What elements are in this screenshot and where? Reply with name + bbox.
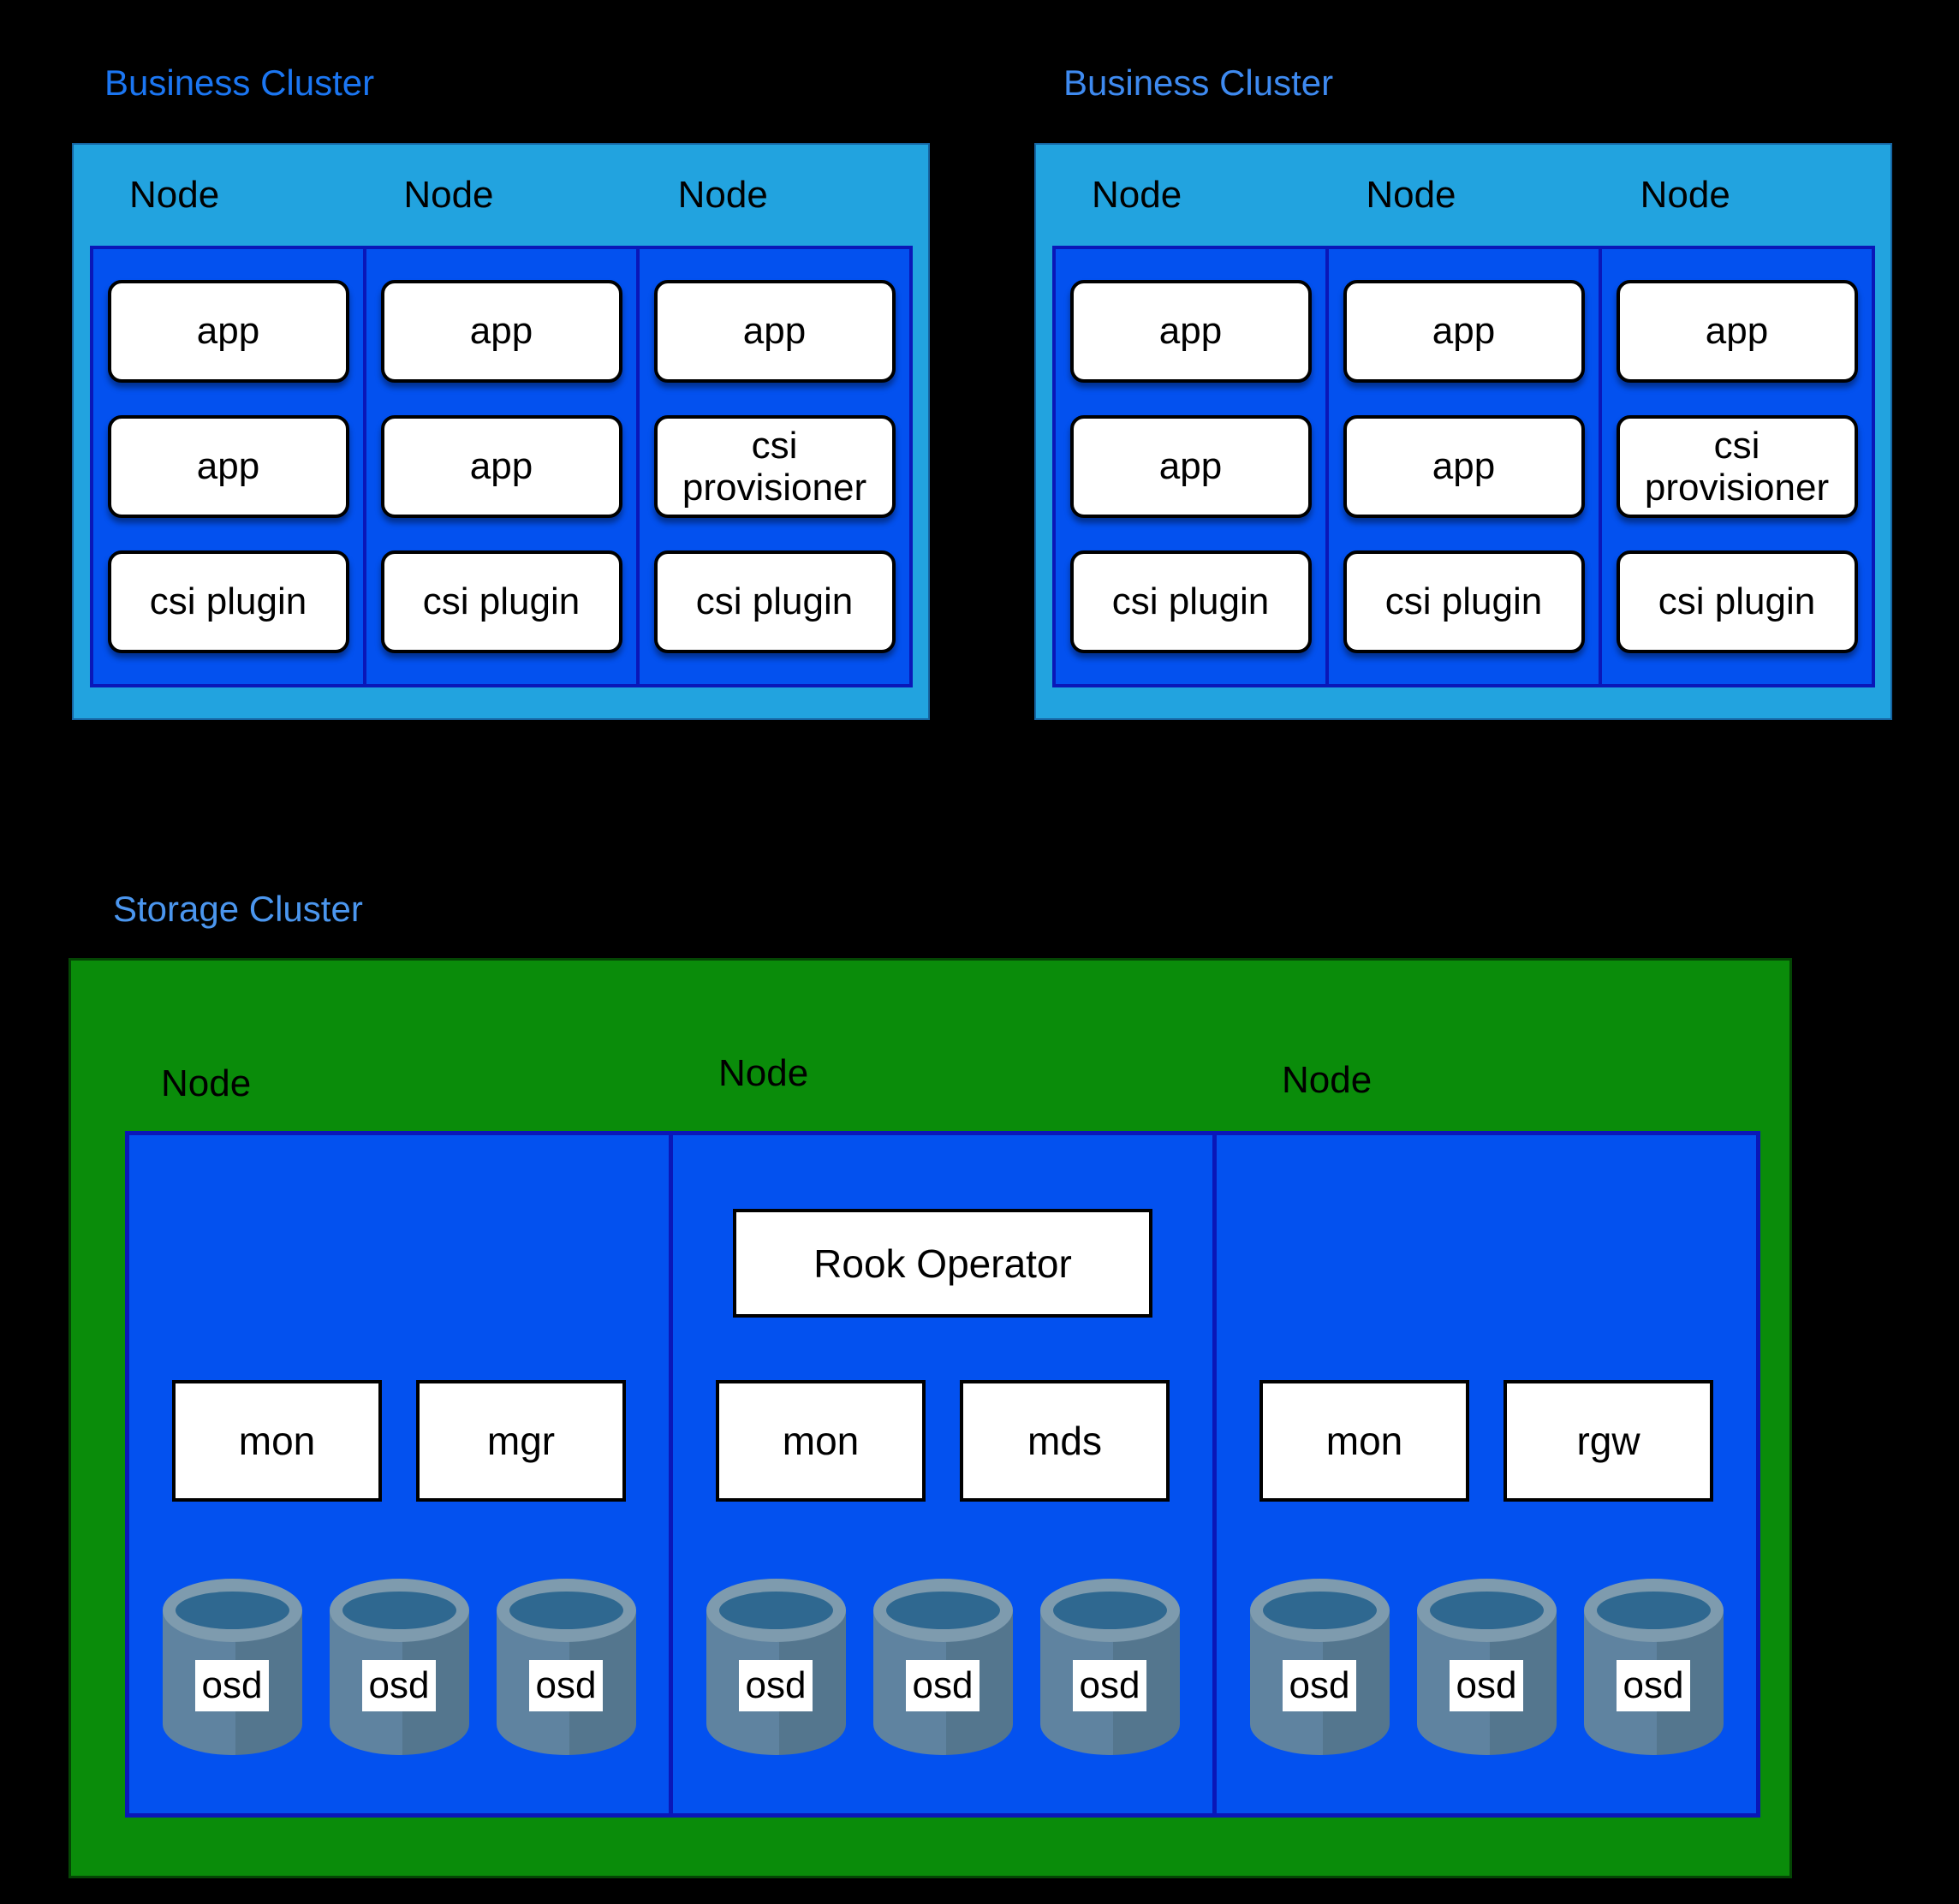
osd-cylinder: osd [872,1579,1013,1755]
rook-operator-box: Rook Operator [733,1209,1152,1318]
node-label: Node [161,1062,252,1104]
business-node-1: app app csi plugin [93,249,363,684]
osd-cylinder: osd [496,1579,636,1755]
osd-row: osd osd osd [129,1579,669,1755]
pod-app: app [1343,415,1585,518]
storage-cluster-title: Storage Cluster [113,889,363,929]
osd-label: osd [1073,1660,1146,1711]
service-box-mon: mon [172,1380,382,1502]
cylinder-top-icon [1583,1579,1724,1642]
pod-csi-plugin: csi plugin [1069,550,1312,653]
pod-app: app [380,280,622,383]
business-nodes-panel: app app csi plugin app app csi plugin ap… [90,246,913,687]
pod-app: app [380,415,622,518]
storage-cluster: Node Node Node mon mgr osd [68,958,1792,1878]
pod-csi-provisioner: csi provisioner [1616,415,1858,518]
connector-tick [1468,720,1472,728]
business-node-2: app app csi plugin [1325,249,1599,684]
business-node-3: app csi provisioner csi plugin [636,249,909,684]
business-nodes-panel: app app csi plugin app app csi plugin ap… [1052,246,1875,687]
business-cluster-2-title: Business Cluster [1063,62,1334,103]
cylinder-top-icon [329,1579,469,1642]
storage-nodes-panel: mon mgr osd osd [125,1131,1760,1818]
pod-app: app [107,415,349,518]
osd-cylinder: osd [1583,1579,1724,1755]
service-row: mon mgr [129,1380,669,1502]
osd-cylinder: osd [329,1579,469,1755]
node-label: Node [677,174,768,216]
node-label: Node [403,174,494,216]
pod-app: app [1069,415,1312,518]
cylinder-top-icon [872,1579,1013,1642]
osd-cylinder: osd [706,1579,846,1755]
osd-cylinder: osd [162,1579,302,1755]
pod-app: app [653,280,896,383]
business-cluster-2: Node Node Node app app csi plugin app ap… [1034,143,1892,720]
node-label: Node [718,1052,809,1094]
osd-label: osd [1283,1660,1356,1711]
pod-app: app [107,280,349,383]
pod-csi-plugin: csi plugin [653,550,896,653]
osd-label: osd [195,1660,269,1711]
pod-app: app [1069,280,1312,383]
pod-csi-plugin: csi plugin [1616,550,1858,653]
cylinder-top-icon [1039,1579,1180,1642]
service-row: mon rgw [1217,1380,1756,1502]
cylinder-top-icon [1249,1579,1390,1642]
osd-row: osd osd osd [673,1579,1212,1755]
pod-csi-plugin: csi plugin [380,550,622,653]
connector-tick [994,950,998,958]
business-cluster-1: Node Node Node app app csi plugin app ap… [72,143,930,720]
osd-label: osd [739,1660,813,1711]
service-row: mon mds [673,1380,1212,1502]
node-label: Node [1282,1059,1372,1101]
osd-label: osd [362,1660,436,1711]
node-label: Node [1366,174,1456,216]
storage-node-3: mon rgw osd osd [1212,1135,1756,1813]
service-box-rgw: rgw [1503,1380,1713,1502]
node-label: Node [1092,174,1182,216]
osd-cylinder: osd [1416,1579,1557,1755]
node-label: Node [1640,174,1730,216]
cylinder-top-icon [496,1579,636,1642]
pod-app: app [1616,280,1858,383]
osd-label: osd [906,1660,980,1711]
osd-cylinder: osd [1249,1579,1390,1755]
osd-row: osd osd osd [1217,1579,1756,1755]
osd-cylinder: osd [1039,1579,1180,1755]
business-node-2: app app csi plugin [363,249,636,684]
connector-tick [500,720,504,728]
node-header-row: Node Node Node [90,145,913,246]
node-header-row: Node Node Node [1052,145,1875,246]
service-box-mon: mon [1259,1380,1469,1502]
osd-label: osd [1617,1660,1690,1711]
cylinder-top-icon [1416,1579,1557,1642]
storage-node-1: mon mgr osd osd [129,1135,669,1813]
pod-csi-provisioner: csi provisioner [653,415,896,518]
business-cluster-1-title: Business Cluster [104,62,375,103]
cylinder-top-icon [706,1579,846,1642]
node-label: Node [129,174,220,216]
pod-csi-plugin: csi plugin [1343,550,1585,653]
osd-label: osd [1450,1660,1523,1711]
service-box-mds: mds [960,1380,1170,1502]
pod-app: app [1343,280,1585,383]
business-node-1: app app csi plugin [1056,249,1325,684]
business-node-3: app csi provisioner csi plugin [1599,249,1872,684]
pod-csi-plugin: csi plugin [107,550,349,653]
osd-label: osd [529,1660,603,1711]
storage-node-2: Rook Operator mon mds osd osd [669,1135,1212,1813]
service-box-mon: mon [716,1380,926,1502]
cylinder-top-icon [162,1579,302,1642]
service-box-mgr: mgr [416,1380,626,1502]
